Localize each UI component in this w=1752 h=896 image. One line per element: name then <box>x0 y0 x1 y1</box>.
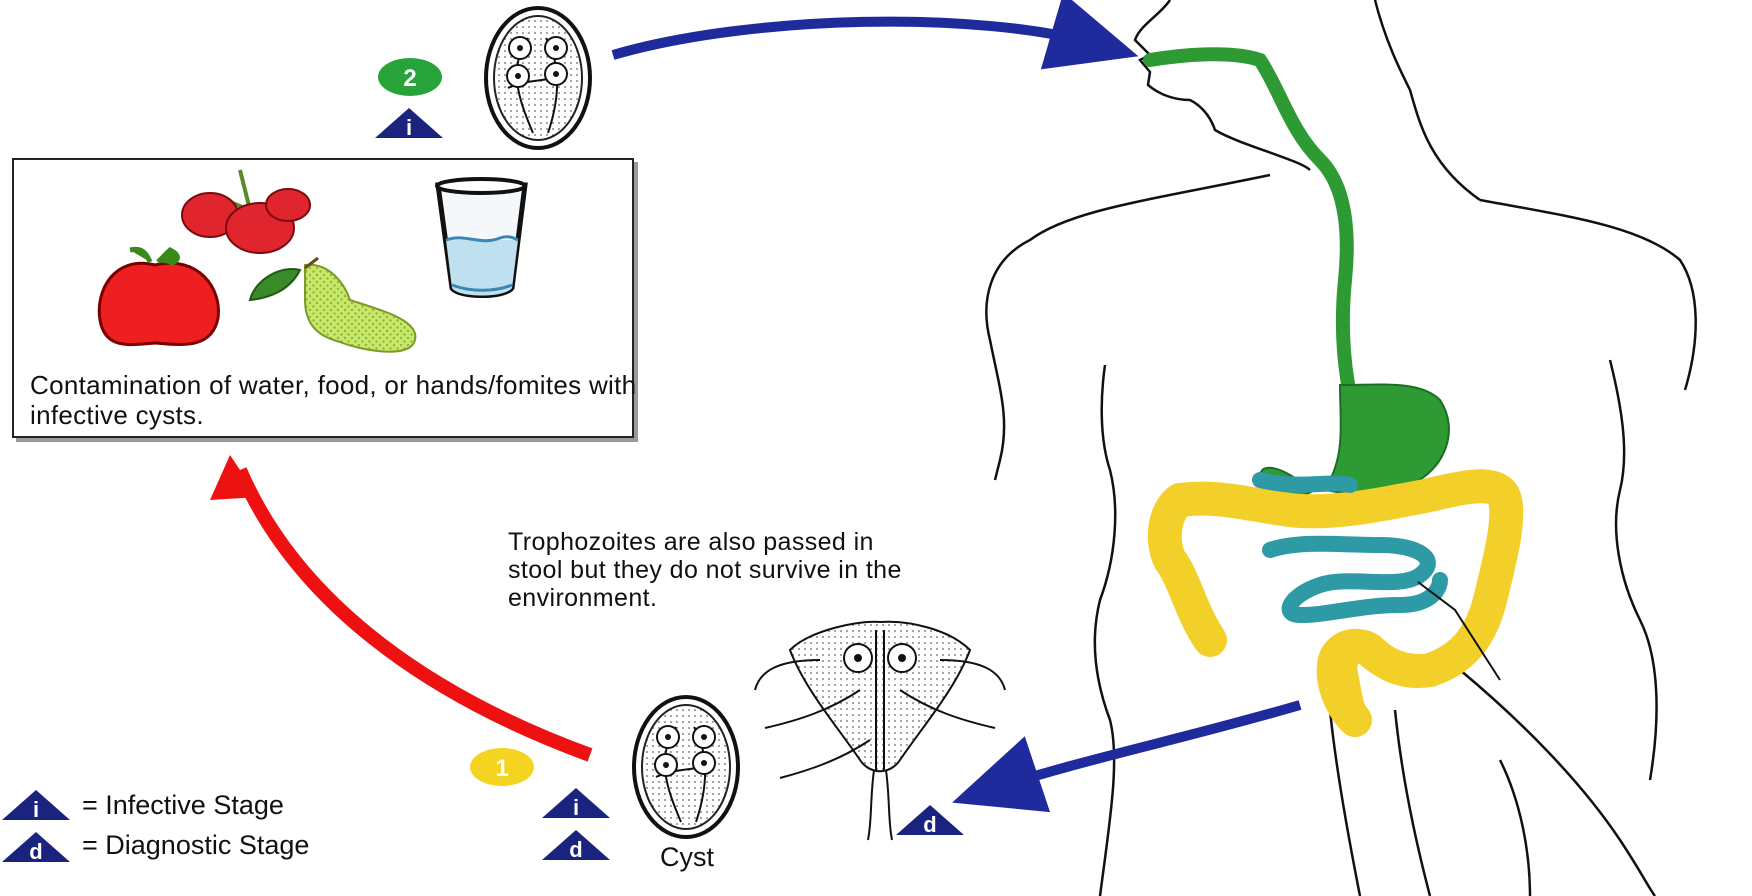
step-2-number: 2 <box>403 65 416 92</box>
svg-text:i: i <box>573 795 579 820</box>
legend-infective-marker: i <box>2 790 70 822</box>
diagnostic-stage-marker: d <box>542 830 610 862</box>
svg-text:d: d <box>569 837 582 862</box>
svg-text:i: i <box>406 115 412 140</box>
trophozoite-note: Trophozoites are also passed in stool bu… <box>508 528 928 612</box>
legend-diagnostic: = Diagnostic Stage <box>80 830 309 861</box>
esophagus <box>1150 54 1350 395</box>
infective-stage-marker: i <box>542 788 610 820</box>
arrow-to-mouth <box>613 22 1100 55</box>
svg-text:d: d <box>29 839 42 864</box>
svg-text:i: i <box>33 797 39 822</box>
cyst-icon <box>486 8 590 148</box>
apple-icon <box>99 249 218 344</box>
svg-text:d: d <box>923 812 936 837</box>
pear-icon <box>250 258 415 352</box>
arrow-to-environment <box>240 470 590 755</box>
cyst-icon <box>634 697 738 837</box>
raspberry-icon <box>182 170 310 253</box>
arrow-to-stool <box>990 705 1300 790</box>
step-1-badge: 1 <box>470 748 534 786</box>
infective-stage-marker: i <box>375 108 443 140</box>
legend-infective-text: = Infective Stage <box>82 790 284 821</box>
trophozoite-icon <box>755 622 1005 840</box>
large-intestine <box>1165 486 1507 720</box>
step-2-badge: 2 <box>378 58 442 96</box>
digestive-tract <box>1150 54 1506 720</box>
step-1-number: 1 <box>495 755 508 782</box>
legend-infective: = Infective Stage <box>80 790 284 821</box>
cyst-label: Cyst <box>660 842 714 873</box>
water-glass-icon <box>437 179 525 296</box>
legend-diagnostic-marker: d <box>2 832 70 864</box>
contamination-caption: Contamination of water, food, or hands/f… <box>30 370 650 430</box>
legend-diagnostic-text: = Diagnostic Stage <box>82 830 309 861</box>
diagnostic-stage-marker: d <box>896 805 964 837</box>
